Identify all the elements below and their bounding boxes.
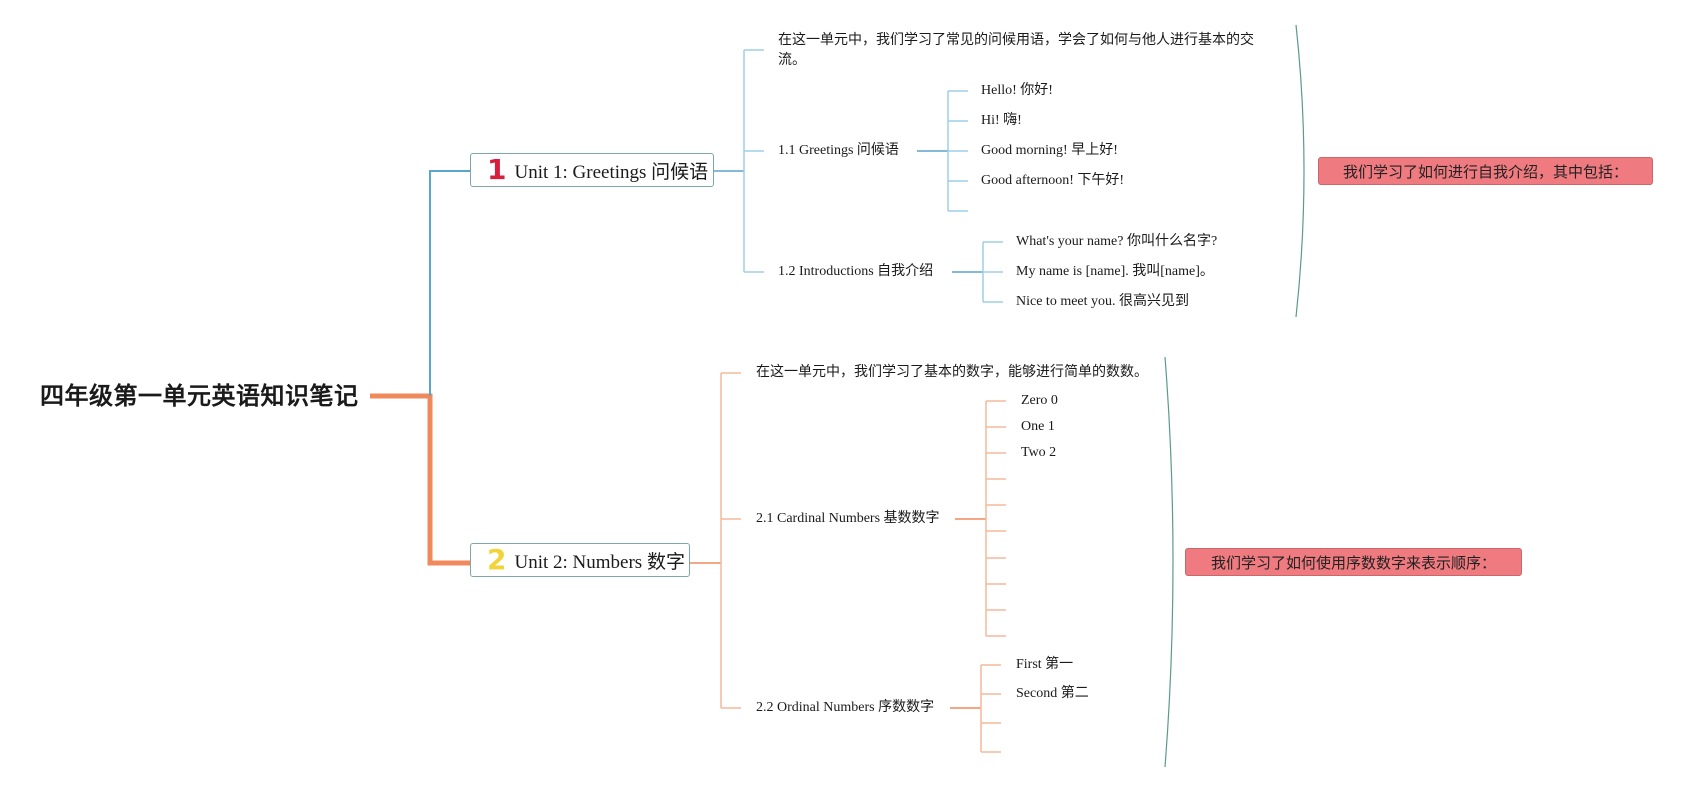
unit1-section1-label[interactable]: 1.1 Greetings 问候语 xyxy=(778,143,899,158)
ordinal-item[interactable]: Second 第二 xyxy=(1016,686,1089,701)
number-1-icon: 1 xyxy=(487,153,507,186)
greeting-item[interactable]: Hello! 你好! xyxy=(981,83,1053,98)
cardinal-item[interactable]: Zero 0 xyxy=(1021,393,1058,408)
number-2-icon: 2 xyxy=(487,543,507,576)
unit1-summary-brace xyxy=(1295,24,1305,318)
unit2-section1-label[interactable]: 2.1 Cardinal Numbers 基数数字 xyxy=(756,511,940,526)
greeting-item[interactable]: Good afternoon! 下午好! xyxy=(981,173,1125,188)
unit2-intro[interactable]: 在这一单元中，我们学习了基本的数字，能够进行简单的数数。 xyxy=(756,365,1148,380)
unit2-section2-label[interactable]: 2.2 Ordinal Numbers 序数数字 xyxy=(756,700,935,715)
greeting-item[interactable]: Hi! 嗨! xyxy=(981,113,1022,128)
root-topic[interactable]: 四年级第一单元英语知识笔记 xyxy=(40,382,359,410)
ordinal-item[interactable]: First 第一 xyxy=(1016,657,1074,672)
introduction-item[interactable]: What's your name? 你叫什么名字? xyxy=(1016,234,1218,249)
introduction-item[interactable]: My name is [name]. 我叫[name]。 xyxy=(1016,264,1214,279)
greeting-item[interactable]: Good morning! 早上好! xyxy=(981,143,1118,158)
cardinal-item[interactable]: One 1 xyxy=(1021,419,1055,434)
unit1-label: Unit 1: Greetings 问候语 xyxy=(514,161,709,183)
unit2-label: Unit 2: Numbers 数字 xyxy=(514,551,685,573)
unit1-intro[interactable]: 在这一单元中，我们学习了常见的问候用语，学会了如何与他人进行基本的交流。 xyxy=(778,33,1254,68)
unit2-summary-brace xyxy=(1164,356,1174,768)
unit1-topic[interactable]: 1 Unit 1: Greetings 问候语 xyxy=(470,153,714,187)
unit1-summary[interactable]: 我们学习了如何进行自我介绍，其中包括： xyxy=(1318,157,1653,185)
unit1-section2-label[interactable]: 1.2 Introductions 自我介绍 xyxy=(778,264,934,279)
unit2-topic[interactable]: 2 Unit 2: Numbers 数字 xyxy=(470,543,690,577)
unit2-summary[interactable]: 我们学习了如何使用序数数字来表示顺序： xyxy=(1185,548,1522,576)
cardinal-item[interactable]: Two 2 xyxy=(1021,445,1057,460)
root-to-unit1-connector xyxy=(429,170,470,396)
introduction-item[interactable]: Nice to meet you. 很高兴见到 xyxy=(1016,294,1190,309)
root-to-unit2-connector xyxy=(370,393,470,566)
